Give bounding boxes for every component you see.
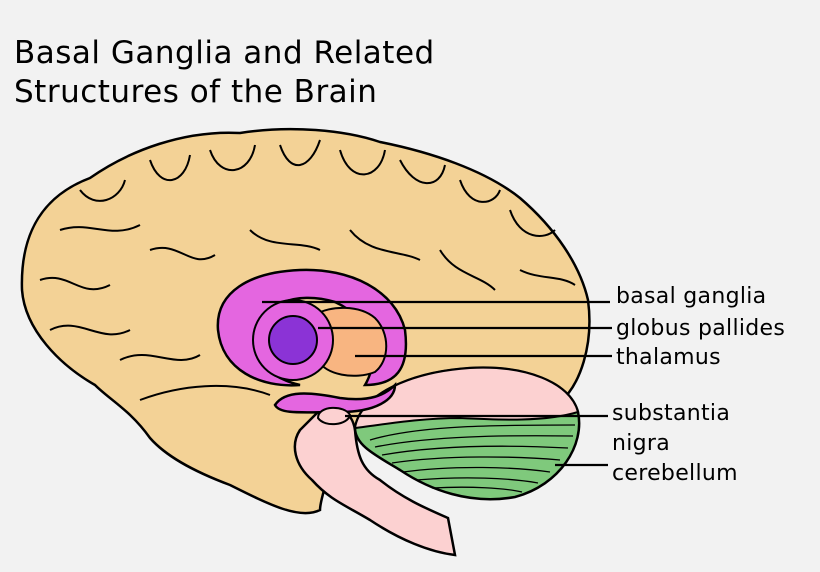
- label-basal-ganglia: basal ganglia: [616, 284, 767, 309]
- basal-ganglia-tail: [273, 381, 397, 414]
- leader-lines: [262, 300, 612, 467]
- label-globus-pallides: globus pallides: [616, 316, 786, 341]
- gyri-lines: [39, 139, 576, 401]
- diagram-title: Basal Ganglia and Related Structures of …: [14, 35, 435, 110]
- label-nigra: nigra: [612, 431, 671, 456]
- label-thalamus: thalamus: [616, 345, 721, 370]
- globus-pallides-core: [268, 315, 318, 365]
- cerebellum-folia: [369, 424, 576, 493]
- thalamus-region: [313, 306, 388, 377]
- cerebellum-upper: [353, 366, 580, 430]
- label-substantia: substantia: [612, 401, 731, 426]
- label-cerebellum: cerebellum: [612, 461, 738, 486]
